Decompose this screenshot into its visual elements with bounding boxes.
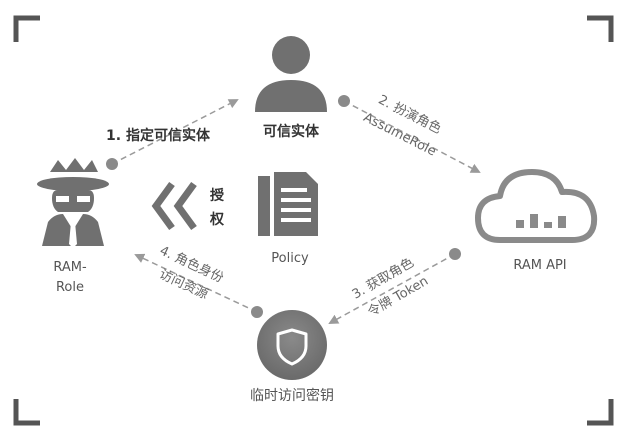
corner-bottom-left: [13, 399, 40, 426]
connector-dots: [106, 95, 461, 318]
ram-role-label-line1: RAM-: [53, 260, 87, 275]
spy-icon: [37, 158, 109, 248]
dot-step2: [338, 95, 350, 107]
document-icon: [258, 172, 318, 236]
user-icon: [255, 36, 327, 112]
cloud-icon: [475, 169, 598, 243]
corner-top-right: [587, 15, 614, 42]
ram-role-label-line2: Role: [56, 280, 84, 295]
corner-bottom-right: [587, 399, 614, 426]
grant-label-line2: 权: [209, 211, 225, 228]
connector-step1: [111, 99, 239, 165]
connectors: [111, 99, 481, 324]
dot-step4: [251, 306, 263, 318]
trusted-entity-label: 可信实体: [263, 123, 320, 140]
connector-step4: [134, 253, 258, 313]
step1-label: 1. 指定可信实体: [106, 127, 211, 144]
connector-step2: [343, 100, 481, 173]
ram-api-label: RAM API: [513, 258, 566, 273]
shield-icon: [257, 310, 327, 380]
corner-top-left: [13, 15, 40, 42]
corner-brackets: [13, 15, 614, 426]
dot-step3: [449, 248, 461, 260]
dot-step1: [106, 158, 118, 170]
temp-key-label: 临时访问密钥: [250, 387, 334, 404]
connector-step3: [328, 253, 456, 324]
double-chevron-left-icon: [151, 181, 197, 231]
grant-label-line1: 授: [210, 187, 225, 204]
policy-label: Policy: [271, 251, 309, 266]
